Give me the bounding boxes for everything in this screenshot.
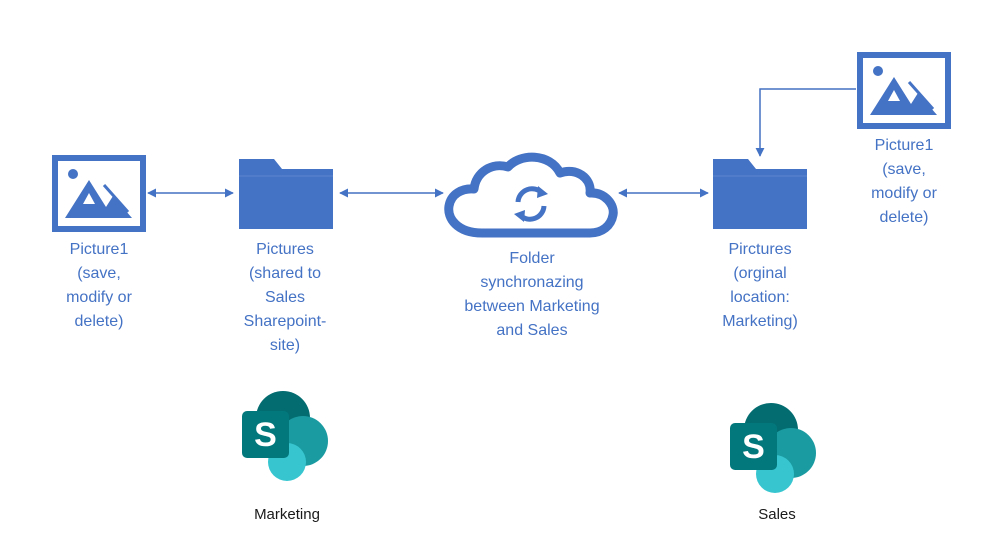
arrow-picture-to-folder-right [755,88,856,157]
sharepoint-logo-sales: S [728,400,822,496]
sharepoint-icon: S [242,391,328,481]
cloud-sync [442,150,620,240]
image-icon [52,155,146,232]
site-label-sales: Sales [758,506,796,523]
sharepoint-letter: S [254,416,277,454]
picture-left [52,155,146,232]
folder-left-label: Pictures (shared to Sales Sharepoint- si… [243,241,327,354]
folder-icon [239,159,333,229]
cloud-sync-icon [444,152,618,238]
cloud-label: Folder synchronazing between Marketing a… [464,250,600,339]
folder-icon [713,159,807,229]
picture-right [857,52,951,129]
picture-left-label: Picture1 (save, modify or delete) [66,241,132,330]
image-icon [857,52,951,129]
sharepoint-logo-marketing: S [240,388,334,484]
sharepoint-letter: S [742,428,765,466]
site-label-marketing: Marketing [254,506,320,523]
folder-right [710,156,810,232]
sharepoint-icon: S [730,403,816,493]
folder-left [236,156,336,232]
picture-right-label: Picture1 (save, modify or delete) [871,137,937,226]
folder-right-label: Pirctures (orginal location: Marketing) [722,241,798,330]
